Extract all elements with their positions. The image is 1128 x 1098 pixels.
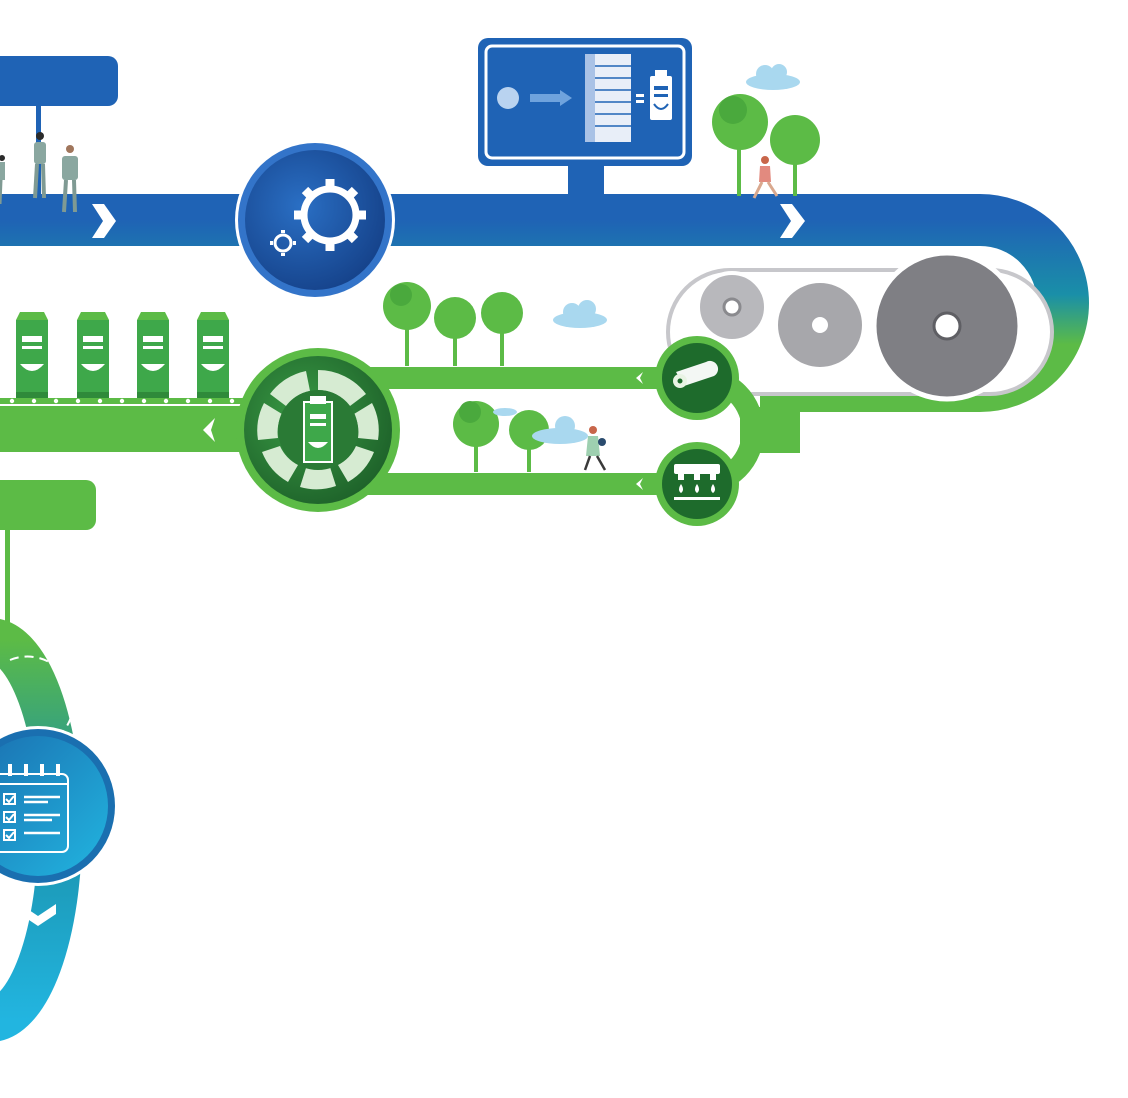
- printing-node: [655, 442, 739, 526]
- planning-hub: [0, 726, 118, 886]
- product-bag: [16, 312, 48, 398]
- lower-banner: [0, 480, 96, 648]
- product-bag: [197, 312, 229, 398]
- product-bag: [77, 312, 109, 398]
- product-bags: [16, 312, 229, 398]
- paper-roll-node: [655, 336, 739, 420]
- top-cloud: [746, 64, 800, 90]
- middle-trees: [383, 282, 523, 366]
- process-hub: [235, 140, 395, 300]
- recycle-icon: [841, 416, 872, 447]
- bag-icon: [650, 70, 672, 120]
- product-bag: [137, 312, 169, 398]
- walking-person-lower: [585, 426, 606, 470]
- packaging-hub: [236, 348, 400, 512]
- top-banner: [0, 56, 118, 200]
- bag-simulation-monitor: [478, 38, 692, 198]
- middle-cloud: [553, 300, 607, 328]
- package-cycle-icon: [257, 370, 378, 489]
- walking-person-top: [754, 156, 777, 198]
